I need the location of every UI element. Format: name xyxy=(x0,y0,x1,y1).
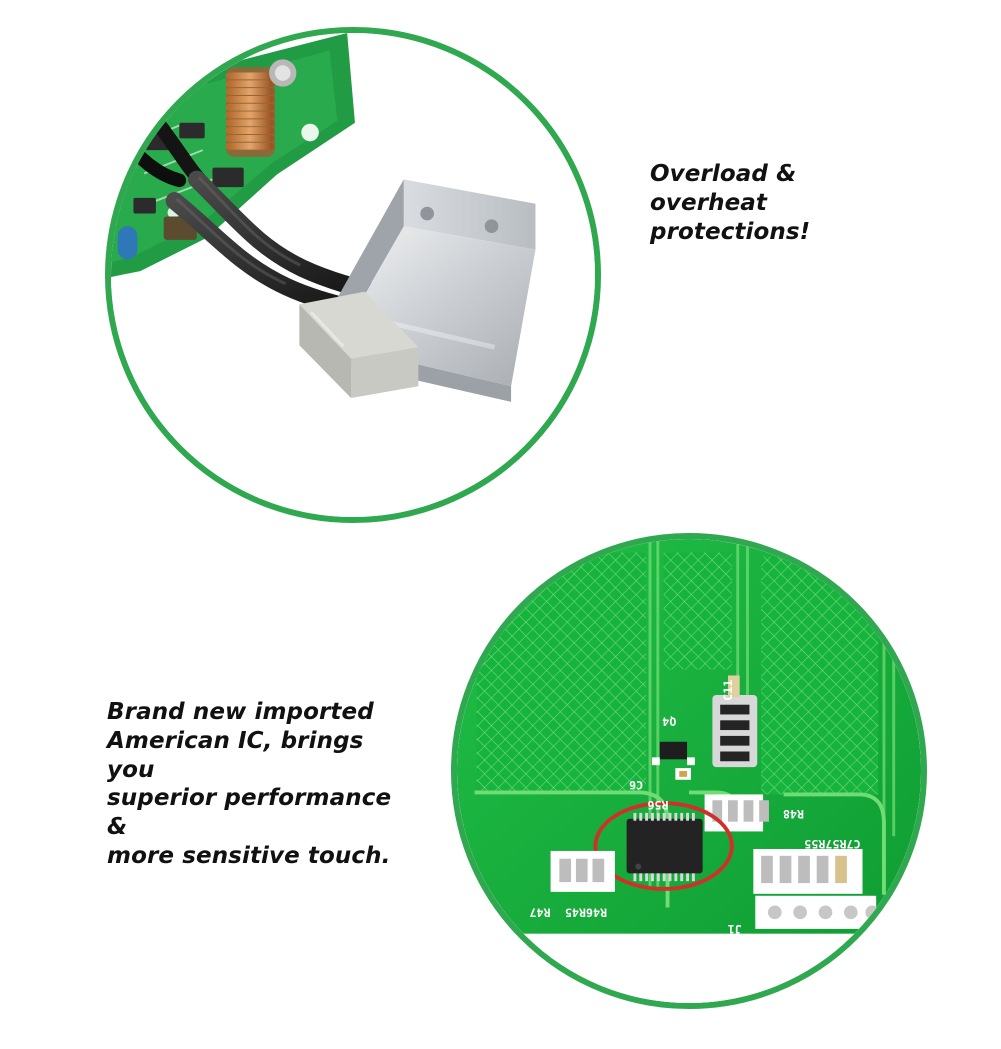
pcb-label-r48: R48 xyxy=(783,807,804,821)
top-caption: Overload & overheat protections! xyxy=(650,160,860,246)
bottom-caption-line-3: superior performance & xyxy=(107,785,392,840)
top-circle-image xyxy=(105,27,601,523)
top-caption-line-1: Overload & xyxy=(650,161,797,187)
top-caption-line-3: protections! xyxy=(650,218,811,245)
bottom-caption-line-2: American IC, brings you xyxy=(107,727,364,783)
bottom-caption: Brand new imported American IC, brings y… xyxy=(107,698,417,871)
pcb-label-r56: R56 xyxy=(647,798,668,812)
pcb-label-c11: C11 xyxy=(721,680,735,701)
top-caption-line-2: overheat xyxy=(650,189,768,216)
pcb-label-c6: C6 xyxy=(629,778,643,792)
thermal-protector-image xyxy=(111,33,595,517)
pcb-label-r47: R47 xyxy=(529,905,550,919)
pcb-label-r46r45: R46R45 xyxy=(565,905,607,919)
pcb-ic-image: Q4 C6 R56 R46R45 R47 J1 R48 C11 C7R57R55 xyxy=(457,539,921,1003)
pcb-label-q4: Q4 xyxy=(662,714,676,728)
bottom-circle-image: Q4 C6 R56 R46R45 R47 J1 R48 C11 C7R57R55 xyxy=(451,533,927,1009)
pcb-label-c7r57r55: C7R57R55 xyxy=(804,837,860,851)
bottom-caption-line-4: more sensitive touch. xyxy=(107,842,391,869)
bottom-caption-line-1: Brand new imported xyxy=(107,699,374,725)
pcb-label-j1: J1 xyxy=(728,922,742,936)
